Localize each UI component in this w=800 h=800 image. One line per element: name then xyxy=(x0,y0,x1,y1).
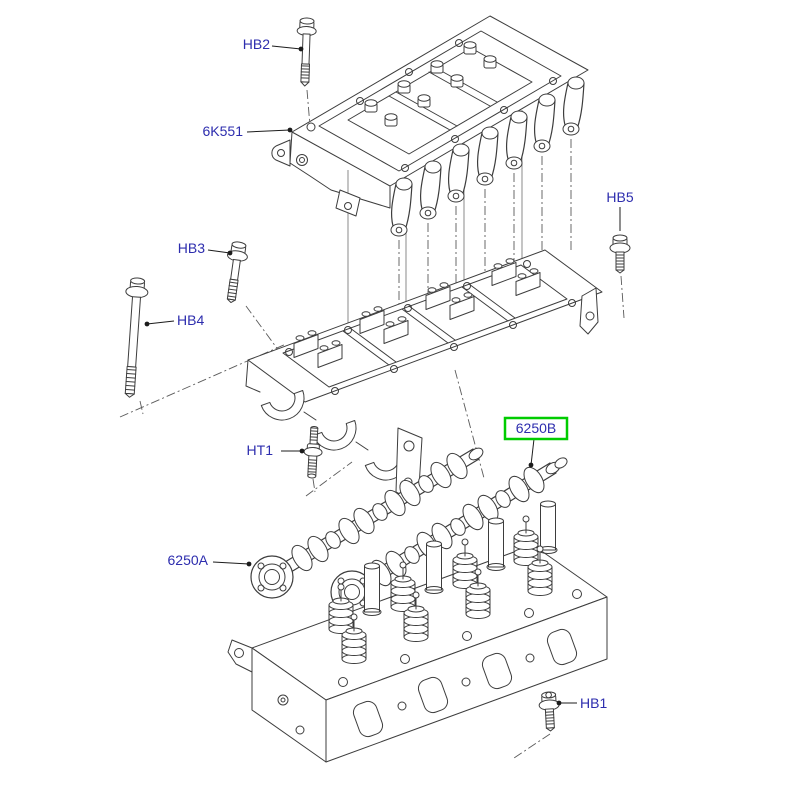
cam-bearing-caps xyxy=(293,258,541,368)
leader-dot xyxy=(528,462,534,468)
head-ports xyxy=(352,628,578,738)
callout-6250b[interactable]: 6250B xyxy=(503,416,569,468)
part-code-label[interactable]: HB2 xyxy=(243,36,270,52)
leader-dot xyxy=(287,127,293,133)
head-left-bracket xyxy=(227,639,253,673)
head-deck-holes xyxy=(338,589,582,687)
part-code-label[interactable]: HB5 xyxy=(606,189,633,205)
bolt-hb1-drawing xyxy=(538,691,560,732)
leader-line xyxy=(212,561,250,565)
leader-line xyxy=(146,320,175,325)
part-code-label[interactable]: HB4 xyxy=(177,312,204,328)
leader-line xyxy=(207,249,231,254)
rocker-arm-carrier-drawing xyxy=(271,15,589,237)
highlight-box xyxy=(503,416,569,441)
spark-plug-tubes xyxy=(362,500,558,616)
callout-hb2[interactable]: HB2 xyxy=(243,36,304,52)
stud-ht1-drawing xyxy=(303,426,323,479)
valve-springs xyxy=(328,515,553,664)
callout-6k551[interactable]: 6K551 xyxy=(203,123,293,139)
callout-hb5[interactable]: HB5 xyxy=(606,189,634,231)
camshaft-6250a-flange xyxy=(250,555,294,599)
leader-line xyxy=(271,45,302,50)
lash-adjusters xyxy=(364,41,497,127)
part-code-label[interactable]: 6250B xyxy=(516,420,556,436)
part-code-label[interactable]: HB3 xyxy=(178,240,205,256)
leader-dot xyxy=(556,700,562,706)
rocker-arms xyxy=(390,76,585,237)
bolt-hb2-drawing xyxy=(296,17,317,87)
callout-ht1[interactable]: HT1 xyxy=(247,442,305,458)
leader-dot xyxy=(144,321,150,327)
leader-line xyxy=(530,438,535,466)
cylinder-head-drawing xyxy=(227,500,608,763)
part-code-label[interactable]: 6K551 xyxy=(203,123,244,139)
camshaft-6250b-drawing xyxy=(330,457,568,614)
leader-line xyxy=(246,129,291,133)
bolt-hb3-drawing xyxy=(226,241,248,304)
callout-hb4[interactable]: HB4 xyxy=(144,312,205,328)
leader-dot xyxy=(298,46,304,52)
part-code-label[interactable]: 6250A xyxy=(168,552,209,568)
part-code-label[interactable]: HB1 xyxy=(580,695,607,711)
ladder-bolt-holes xyxy=(285,260,576,395)
leader-dot xyxy=(299,448,305,454)
ladder-end-leg xyxy=(579,287,599,335)
camshaft-6250a-drawing xyxy=(250,447,484,599)
callout-hb3[interactable]: HB3 xyxy=(178,240,233,256)
callout-hb1[interactable]: HB1 xyxy=(556,695,608,711)
leader-dot xyxy=(227,250,233,256)
part-code-label[interactable]: HT1 xyxy=(247,442,274,458)
bolt-hb4-drawing xyxy=(124,277,149,398)
callout-6250a[interactable]: 6250A xyxy=(168,552,252,568)
leader-dot xyxy=(246,561,252,567)
carrier-bolt-holes xyxy=(306,39,557,172)
bolt-hb5-drawing xyxy=(609,234,631,274)
